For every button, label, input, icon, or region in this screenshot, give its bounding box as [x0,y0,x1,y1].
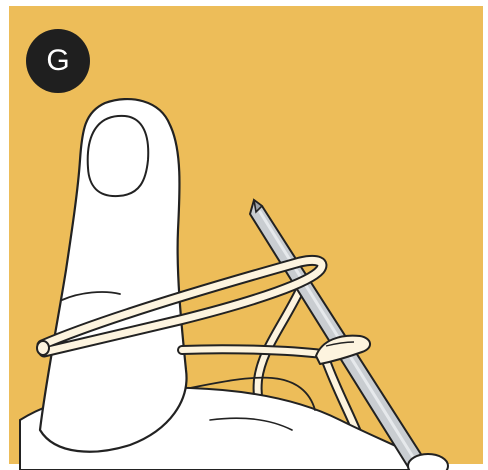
thumbnail [88,116,149,196]
step-letter: G [46,46,69,76]
step-badge: G [26,29,90,93]
